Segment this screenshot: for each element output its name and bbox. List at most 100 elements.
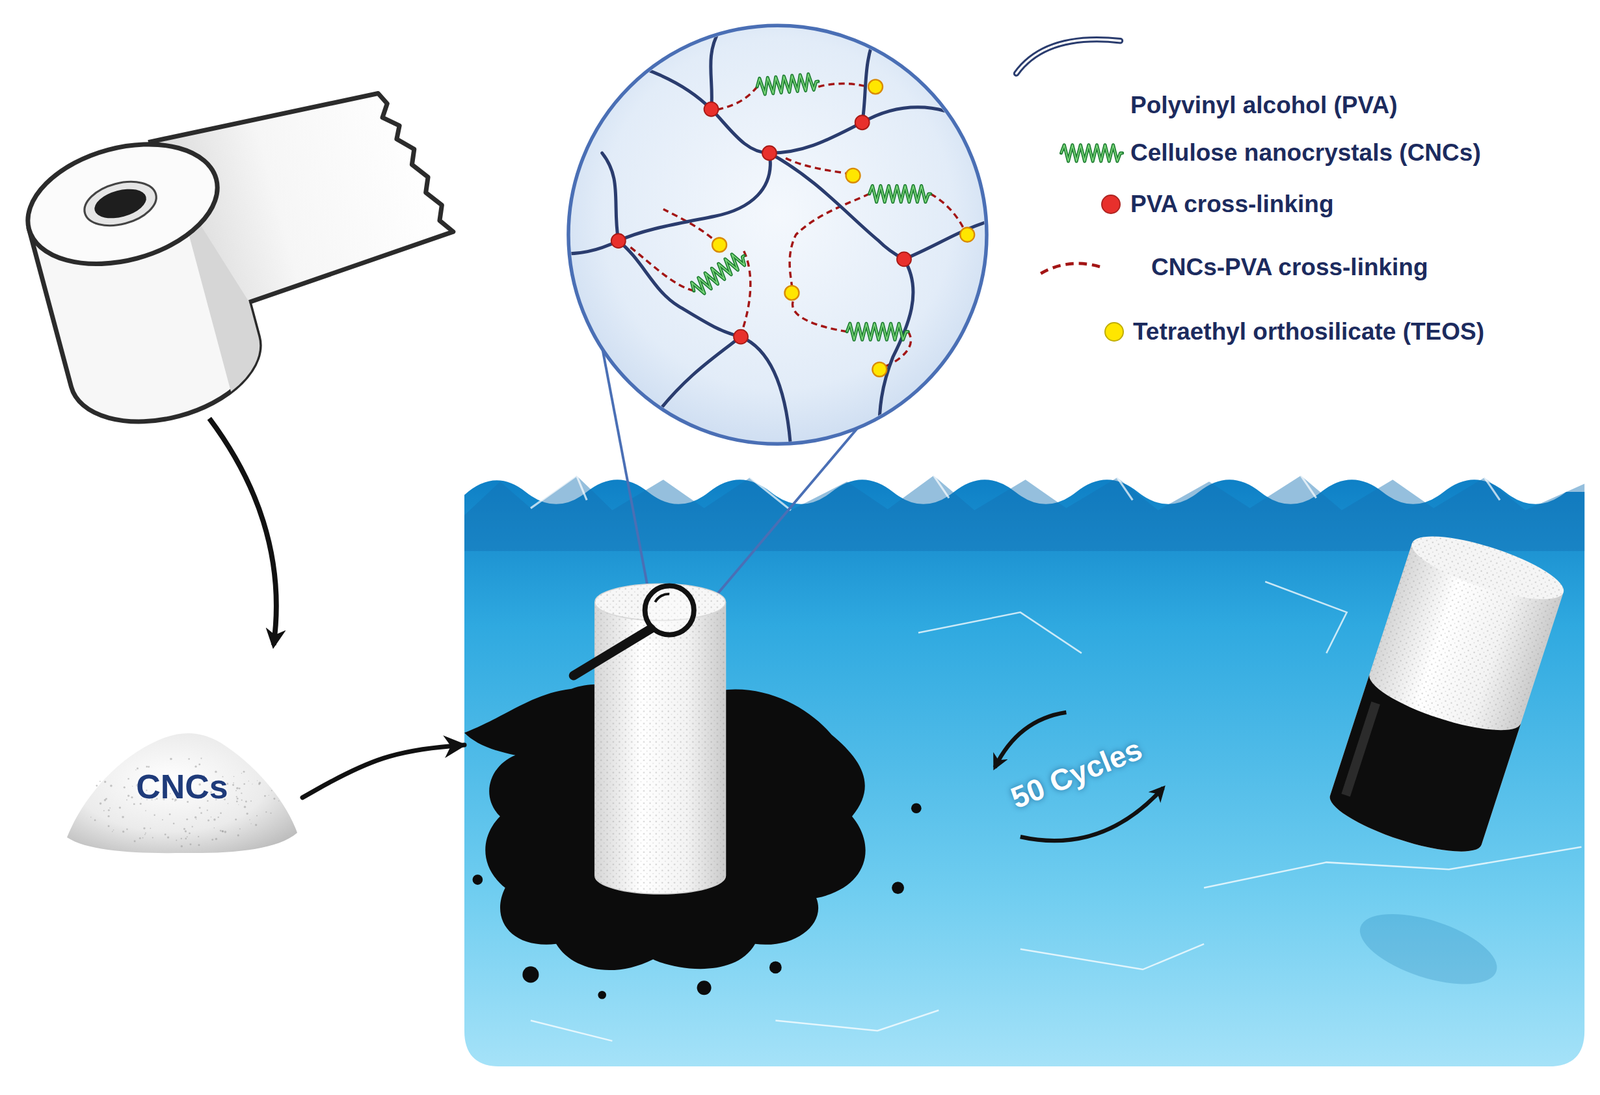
powder-grain [183,827,186,830]
powder-grain [210,816,213,818]
powder-grain [149,827,151,829]
powder-grain [273,797,276,800]
powder-grain [103,809,105,812]
cycle-arrow [995,712,1067,768]
powder-grain [219,829,222,832]
polymer-network [618,240,791,449]
cycle-arrow [995,712,1164,841]
powder-grain [221,829,224,832]
flow-arrow [302,744,465,798]
polymer-network [602,152,619,241]
powder-grain [233,775,235,778]
powder-grain [241,772,242,774]
powder-grain [107,809,110,812]
polymer-network [818,83,867,88]
powder-grain [235,789,237,791]
process-arrow [209,418,277,645]
powder-grain [142,837,144,839]
powder-grain [198,762,201,765]
powder-grain [152,837,154,839]
powder-grain [236,797,239,800]
polymer-network [714,86,758,110]
powder-grain [184,829,187,832]
powder-grain [123,786,126,789]
powder-grain [265,811,267,813]
powder-grain [221,829,224,832]
powder-grain [104,798,107,801]
powder-grain [189,842,192,845]
polymer-network [896,251,912,267]
powder-grain [251,783,253,784]
sponge-saturated [1323,523,1570,864]
polymer-network [930,193,965,230]
powder-grain [111,830,114,832]
sponge-saturated [1405,523,1570,612]
powder-grain [161,818,164,821]
powder-grain [133,840,136,843]
powder-grain [256,814,258,817]
powder-pile: CNCs [61,703,303,855]
powder-grain [191,825,194,827]
powder-grain [188,831,191,834]
powder-grain [127,794,130,797]
pile-label: CNCs [135,768,229,806]
sponge-saturated [1323,673,1521,864]
polymer-network [561,30,996,449]
powder-grain [133,803,136,806]
powder-grain [121,815,124,818]
polymer-network [612,59,970,153]
powder-grain [126,827,128,830]
powder-grain [239,827,241,830]
powder-grain [186,818,188,821]
polymer-network [960,227,975,242]
powder-grain [219,811,222,814]
oil-spill [472,874,484,885]
sea-water [464,479,1585,1067]
powder-grain [186,835,188,838]
polymer-network [561,152,771,254]
toilet-paper-roll [14,68,481,441]
powder-grain [169,813,172,815]
powder-grain [180,837,183,840]
zoom-callout [568,25,987,627]
powder-grain [197,843,200,846]
powder-grain [126,799,128,801]
powder-grain [143,826,146,829]
powder-grain [113,829,114,830]
powder-grain [240,792,242,794]
powder-grain [206,809,209,811]
polymer-network [869,185,931,202]
powder-grain [236,786,239,790]
legend-sample [1040,263,1102,274]
legend-sample [1016,39,1121,74]
powder-grain [127,777,130,780]
powder-grain [236,795,238,797]
powder-grain [271,789,273,791]
polymer-network [611,233,626,248]
powder-grain [195,818,197,819]
powder-grain [213,827,216,829]
polymer-network [712,237,727,252]
powder-grain [99,780,101,782]
polymer-network [627,83,965,368]
powder-grain [224,830,227,834]
toilet-paper-roll [91,184,149,224]
polymer-network [710,30,720,110]
polymer-network [627,244,694,291]
polymer-network [704,102,719,117]
legend-sample [1016,39,1121,74]
powder-pile-shape [66,733,298,853]
powder-grain [104,780,107,783]
polymer-network [868,79,883,94]
oil-spill [891,881,905,894]
powder-grain [250,822,252,824]
magnifier-icon [573,585,694,676]
powder-grain [109,784,113,787]
polymer-network [762,145,777,160]
powder-grain [236,800,239,802]
powder-grain [167,835,170,838]
powder-grain [249,818,250,820]
polymer-network [756,73,819,95]
